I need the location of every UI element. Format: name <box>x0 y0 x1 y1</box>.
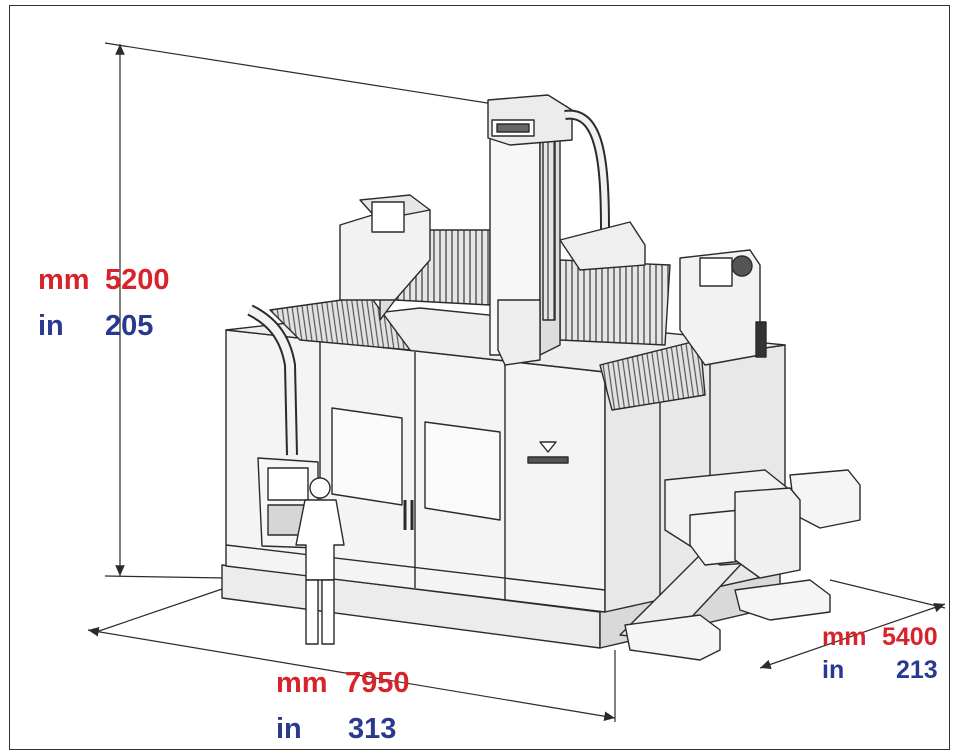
chip-bin-3 <box>734 579 831 621</box>
width-in-value: 313 <box>348 713 396 745</box>
width-in-unit: in <box>276 713 302 745</box>
depth-mm-value: 5400 <box>882 623 938 651</box>
depth-mm-unit: mm <box>822 623 866 651</box>
chip-bin-1 <box>624 614 721 661</box>
door-window-left <box>331 407 403 506</box>
depth-dimension-line <box>759 602 946 670</box>
width-dimension-line <box>87 627 616 721</box>
height-in-value: 205 <box>105 310 153 342</box>
depth-in-value: 213 <box>896 656 938 684</box>
width-mm-unit: mm <box>276 667 328 699</box>
depth-in-unit: in <box>822 656 844 684</box>
left-bellows-cover <box>269 295 411 351</box>
human-figure <box>295 477 345 645</box>
height-in-unit: in <box>38 310 64 342</box>
depth-extension-right <box>829 579 946 609</box>
logo-text-block <box>527 456 569 464</box>
height-mm-value: 5200 <box>105 264 170 296</box>
fan-icon <box>731 255 753 277</box>
control-screen <box>267 467 309 501</box>
height-extension-top <box>104 42 501 106</box>
dimension-lines <box>87 42 946 722</box>
center-right-bellows <box>559 259 671 346</box>
height-extension-bottom <box>104 575 226 579</box>
cross-rail <box>559 221 646 271</box>
width-extension-left <box>95 587 226 633</box>
height-mm-unit: mm <box>38 264 90 296</box>
gantry-machine <box>221 94 861 661</box>
image-frame <box>9 5 950 750</box>
right-bellows-cover <box>599 339 706 411</box>
door-window-right <box>424 421 501 521</box>
coolant-unit <box>734 487 801 579</box>
spindle-head <box>497 299 541 366</box>
width-mm-value: 7950 <box>345 667 410 699</box>
logo-mark <box>539 441 557 453</box>
